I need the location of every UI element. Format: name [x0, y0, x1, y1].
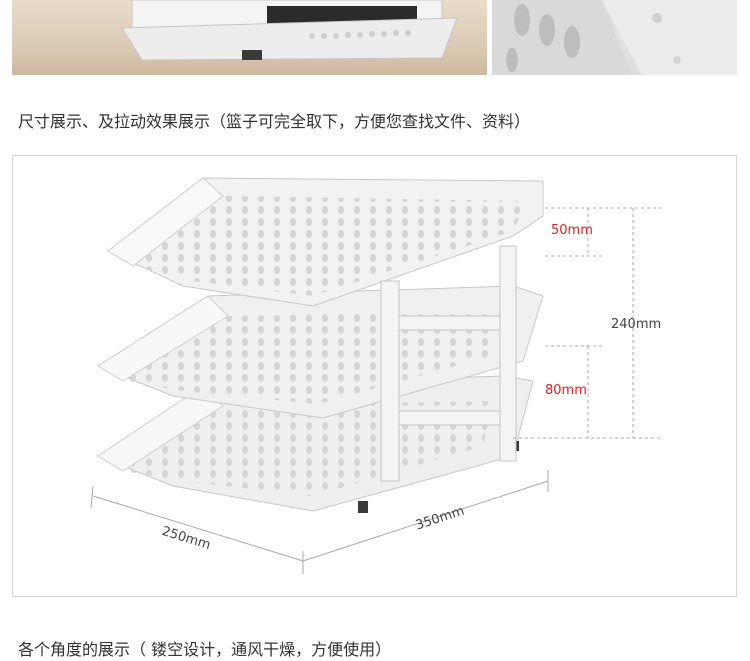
tray-bottom [96, 375, 534, 513]
dimension-tray-gap-lower: 80mm [545, 383, 587, 398]
tray-closeup-illustration [492, 0, 737, 75]
file-tray-illustration [90, 177, 663, 574]
height-guides [513, 207, 663, 439]
dimension-total-height: 240mm [611, 317, 662, 332]
product-photo-top-right [492, 0, 737, 75]
tray-top [107, 177, 544, 307]
top-photo-strip [12, 0, 737, 75]
tray-side-supports [380, 245, 517, 482]
product-photo-top-left [12, 0, 487, 75]
tray-photo-illustration [121, 0, 458, 61]
angle-display-title: 各个角度的展示（ 镂空设计，通风干燥，方便使用） [18, 640, 392, 659]
base-guides [90, 470, 549, 574]
size-display-title: 尺寸展示、及拉动效果展示（篮子可完全取下，方便您查找文件、资料） [18, 112, 531, 131]
product-dimension-frame: 50mm 240mm 80mm 250mm 350mm [12, 155, 737, 597]
dimension-tray-gap-top: 50mm [551, 223, 593, 238]
